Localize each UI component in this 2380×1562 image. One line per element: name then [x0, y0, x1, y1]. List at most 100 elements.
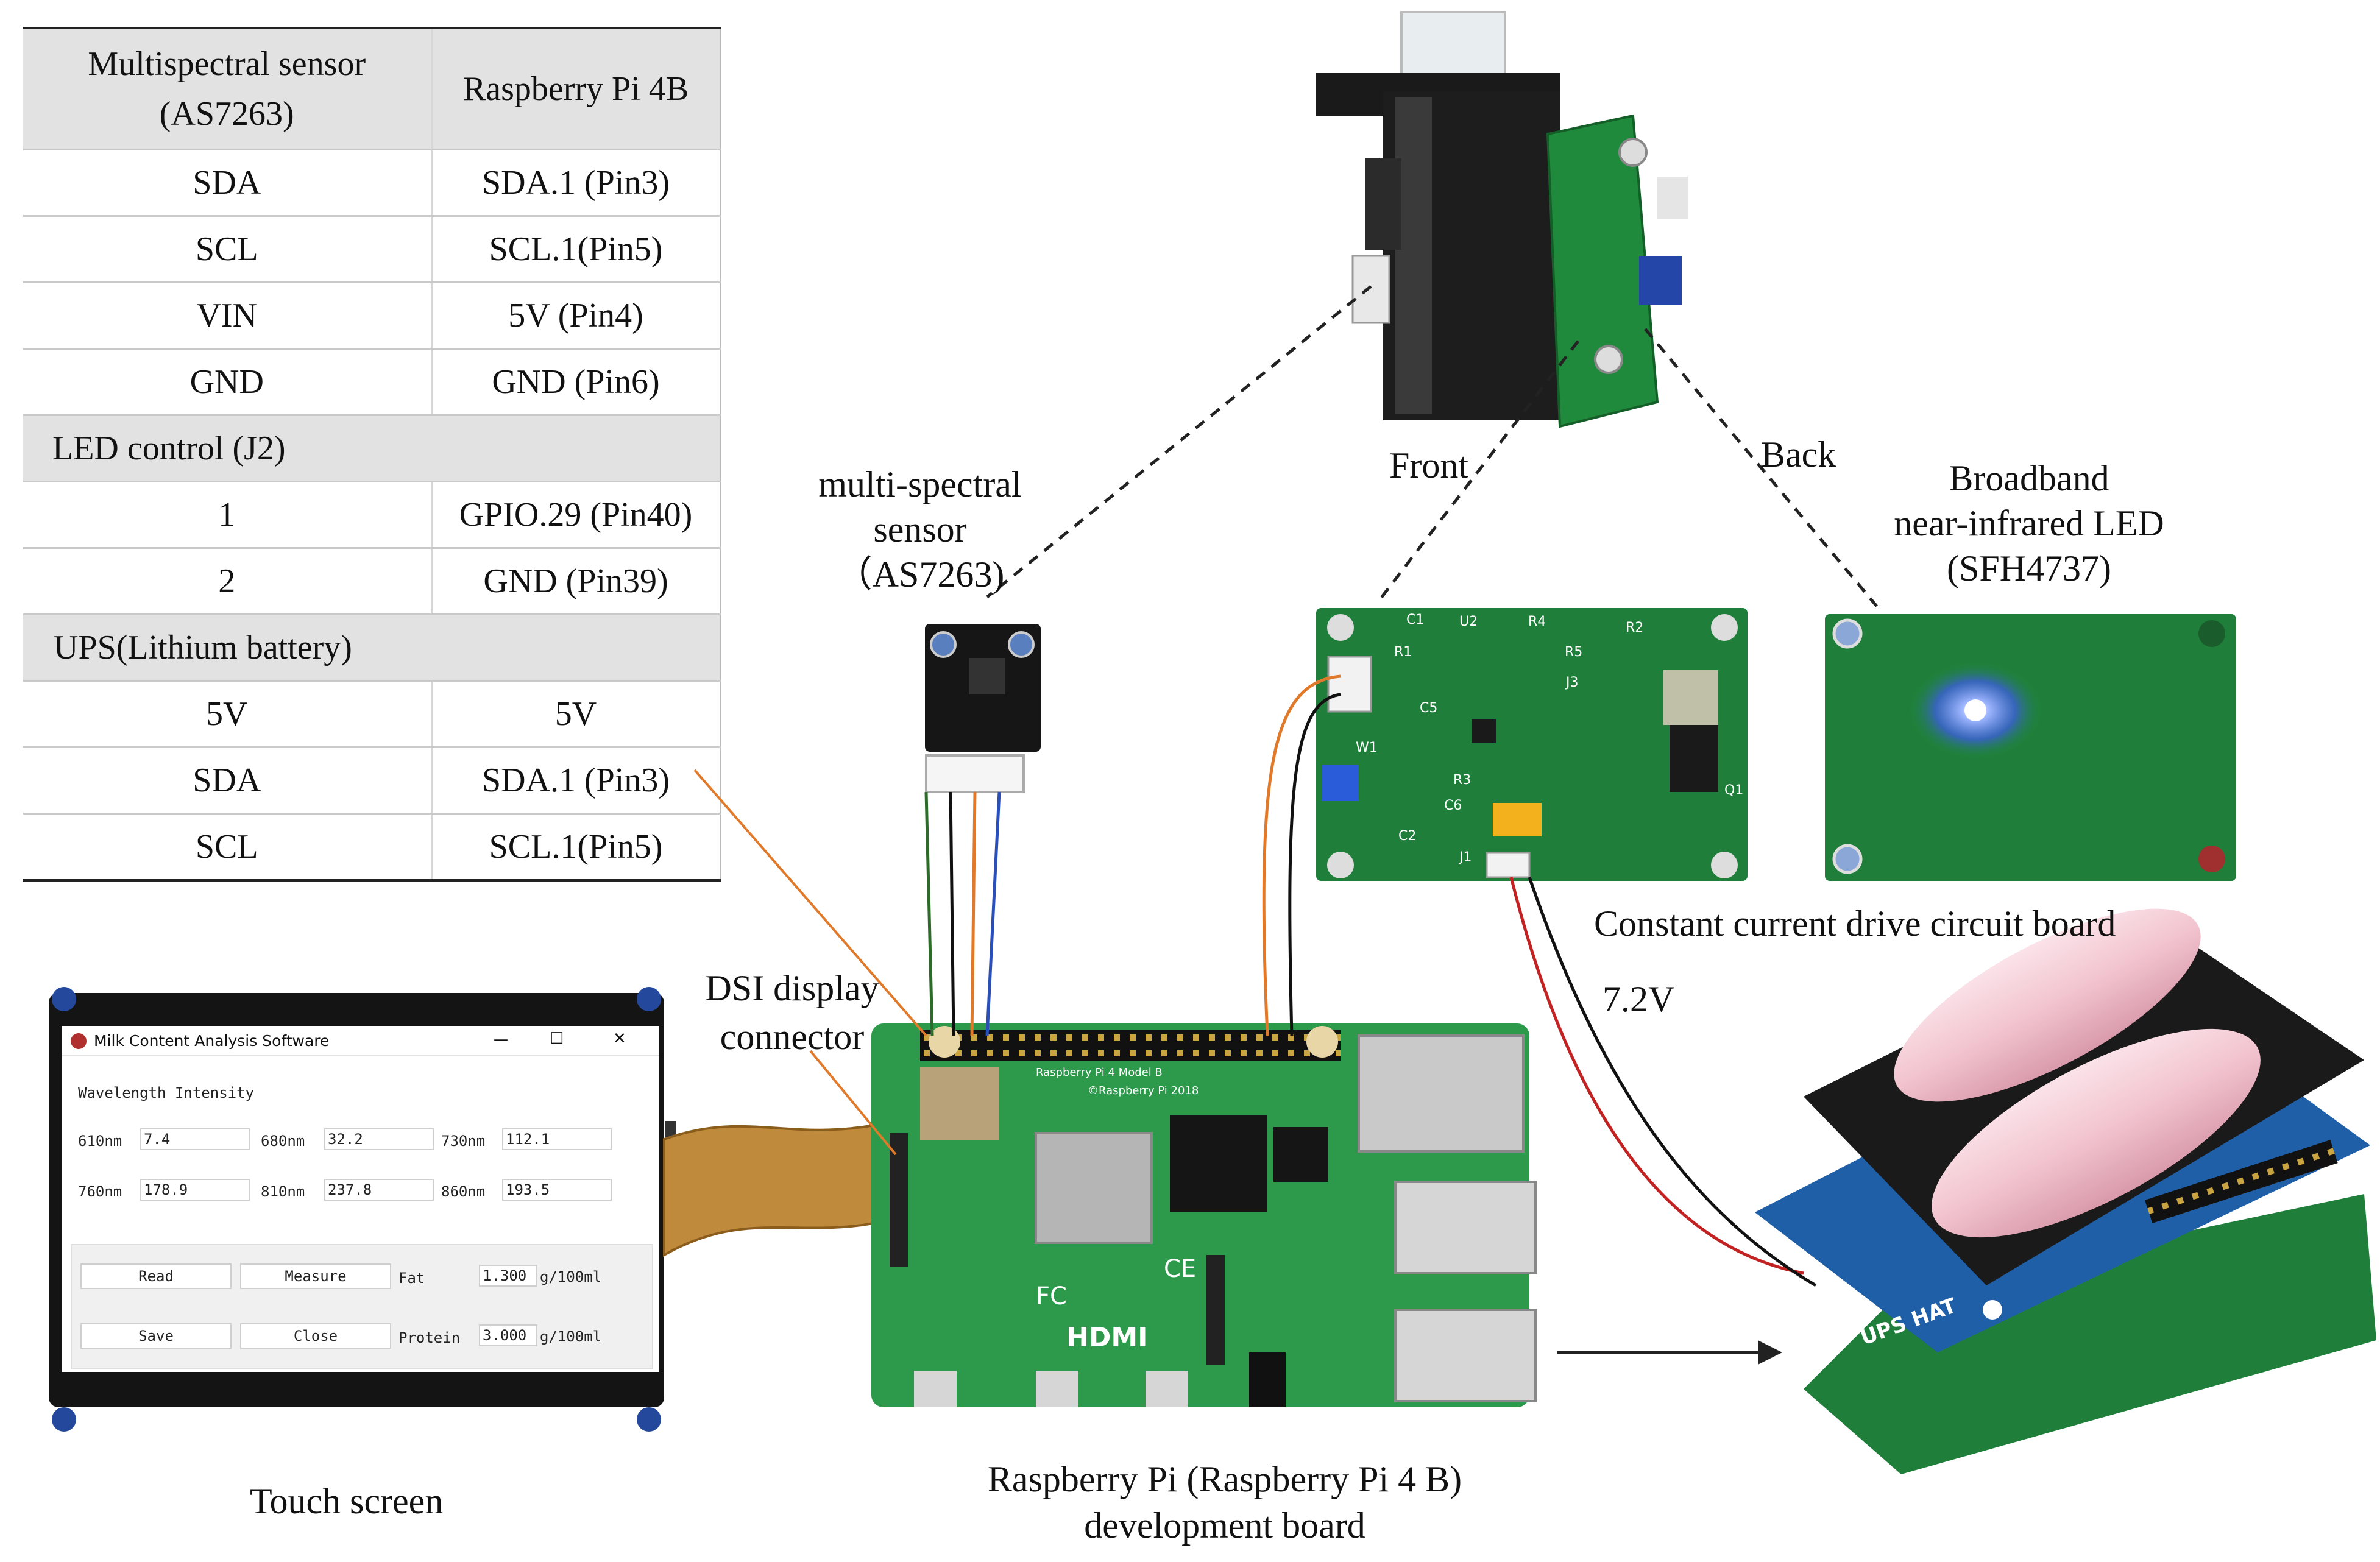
intensity-610-field[interactable]: 7.4: [140, 1128, 250, 1150]
led-label: Broadband near-infrared LED (SFH4737): [1871, 456, 2187, 591]
table-cell: 5V: [23, 680, 431, 748]
silk-r1: R1: [1394, 645, 1412, 660]
app-title: Milk Content Analysis Software: [94, 1032, 330, 1050]
sensor-label-line2: sensor: [873, 509, 967, 550]
table-section-led: LED control (J2): [23, 415, 720, 482]
maximize-button[interactable]: ☐: [550, 1030, 564, 1048]
silk-j3: J3: [1566, 675, 1579, 690]
dsi-label-line2: connector: [720, 1017, 865, 1057]
drive-circuit-board: [1316, 608, 1748, 881]
minimize-button[interactable]: —: [494, 1031, 508, 1048]
callout-line-sda: [693, 769, 927, 1037]
sensor-label-line3: （AS7263): [835, 554, 1005, 595]
wl-760-label: 760nm: [78, 1183, 122, 1200]
pi-model-label: Raspberry Pi 4 Model B: [1036, 1066, 1163, 1079]
pi-board-label: Raspberry Pi (Raspberry Pi 4 B) developm…: [951, 1456, 1499, 1549]
front-label: Front: [1389, 445, 1469, 486]
table-cell: VIN: [23, 282, 431, 350]
dashed-callout-lines: [986, 285, 1878, 607]
flex-cable: [663, 1119, 897, 1257]
wl-610-label: 610nm: [78, 1133, 122, 1150]
table-cell: SDA: [23, 747, 431, 815]
wl-810-label: 810nm: [261, 1183, 305, 1200]
silk-c2: C2: [1398, 829, 1417, 844]
intensity-760-field[interactable]: 178.9: [140, 1179, 250, 1201]
table-cell: 5V (Pin4): [430, 282, 720, 350]
app-logo-icon: [71, 1033, 87, 1049]
close-window-button[interactable]: ✕: [613, 1030, 626, 1048]
led-label-line1: Broadband: [1949, 458, 2109, 498]
fat-label: Fat: [398, 1270, 425, 1287]
table-cell: 2: [23, 548, 431, 615]
app-window: Milk Content Analysis Software — ☐ ✕ Wav…: [62, 1026, 659, 1372]
table-header-pi: Raspberry Pi 4B: [430, 28, 720, 150]
results-panel: [71, 1244, 653, 1369]
protein-value-field[interactable]: 3.000: [479, 1324, 537, 1346]
silk-q1: Q1: [1724, 783, 1744, 798]
table-cell: GND: [23, 348, 431, 416]
silk-r5: R5: [1565, 645, 1583, 660]
table-cell: SDA.1 (Pin3): [430, 747, 720, 815]
pi-board-label-line2: development board: [1084, 1505, 1365, 1546]
measure-button[interactable]: Measure: [240, 1263, 391, 1289]
sensor-label: multi-spectral sensor （AS7263): [792, 462, 1048, 597]
silk-r2: R2: [1626, 620, 1644, 635]
table-cell: GND (Pin39): [430, 548, 720, 615]
silk-u2: U2: [1459, 614, 1478, 629]
silk-r3: R3: [1453, 772, 1472, 788]
protein-label: Protein: [398, 1329, 461, 1346]
silk-c1: C1: [1406, 612, 1425, 627]
dsi-label: DSI display connector: [670, 964, 914, 1061]
table-header-row: Multispectral sensor (AS7263) Raspberry …: [23, 28, 720, 150]
intensity-810-field[interactable]: 237.8: [324, 1179, 434, 1201]
probe-assembly: [1316, 11, 1688, 428]
save-button[interactable]: Save: [80, 1323, 232, 1349]
wl-860-label: 860nm: [441, 1183, 486, 1200]
intensity-730-field[interactable]: 112.1: [502, 1128, 612, 1150]
table-header-sensor: Multispectral sensor (AS7263): [23, 28, 431, 150]
protein-unit: g/100ml: [540, 1328, 602, 1345]
table-cell: SDA.1 (Pin3): [430, 149, 720, 217]
intensity-680-field[interactable]: 32.2: [324, 1128, 434, 1150]
wl-730-label: 730nm: [441, 1133, 486, 1150]
wires: [924, 674, 1817, 1287]
pi-copyright-label: ©Raspberry Pi 2018: [1088, 1084, 1199, 1097]
led-label-line2: near-infrared LED: [1894, 503, 2164, 543]
wl-680-label: 680nm: [261, 1133, 305, 1150]
multispectral-sensor-board: [925, 624, 1041, 793]
fat-value-field[interactable]: 1.300: [479, 1265, 537, 1287]
silk-c5: C5: [1420, 701, 1438, 716]
table-cell: 1: [23, 481, 431, 549]
table-section-label: LED control (J2): [23, 415, 720, 482]
table-cell: SCL: [23, 216, 431, 283]
voltage-label: 7.2V: [1603, 979, 1675, 1019]
pi-board-label-line1: Raspberry Pi (Raspberry Pi 4 B): [987, 1459, 1462, 1499]
table-cell: GND (Pin6): [430, 348, 720, 416]
intensity-860-field[interactable]: 193.5: [502, 1179, 612, 1201]
back-label: Back: [1761, 434, 1836, 475]
table-cell: 5V: [430, 680, 720, 748]
title-divider: [62, 1055, 659, 1056]
close-button[interactable]: Close: [240, 1323, 391, 1349]
pin-mapping-table: Multispectral sensor (AS7263) Raspberry …: [23, 27, 721, 882]
silk-w1: W1: [1356, 740, 1378, 755]
raspberry-pi-board: [871, 1023, 1537, 1407]
read-button[interactable]: Read: [80, 1263, 232, 1289]
table-cell: SCL: [23, 813, 431, 882]
table-cell: SDA: [23, 149, 431, 217]
table-cell: SCL.1(Pin5): [430, 813, 720, 882]
arrow-head: [1758, 1340, 1782, 1365]
ups-hat-assembly: [1755, 908, 2376, 1474]
drive-board-label: Constant current drive circuit board: [1594, 903, 2116, 944]
table-cell: SCL.1(Pin5): [430, 216, 720, 283]
touch-screen-label: Touch screen: [250, 1481, 444, 1521]
